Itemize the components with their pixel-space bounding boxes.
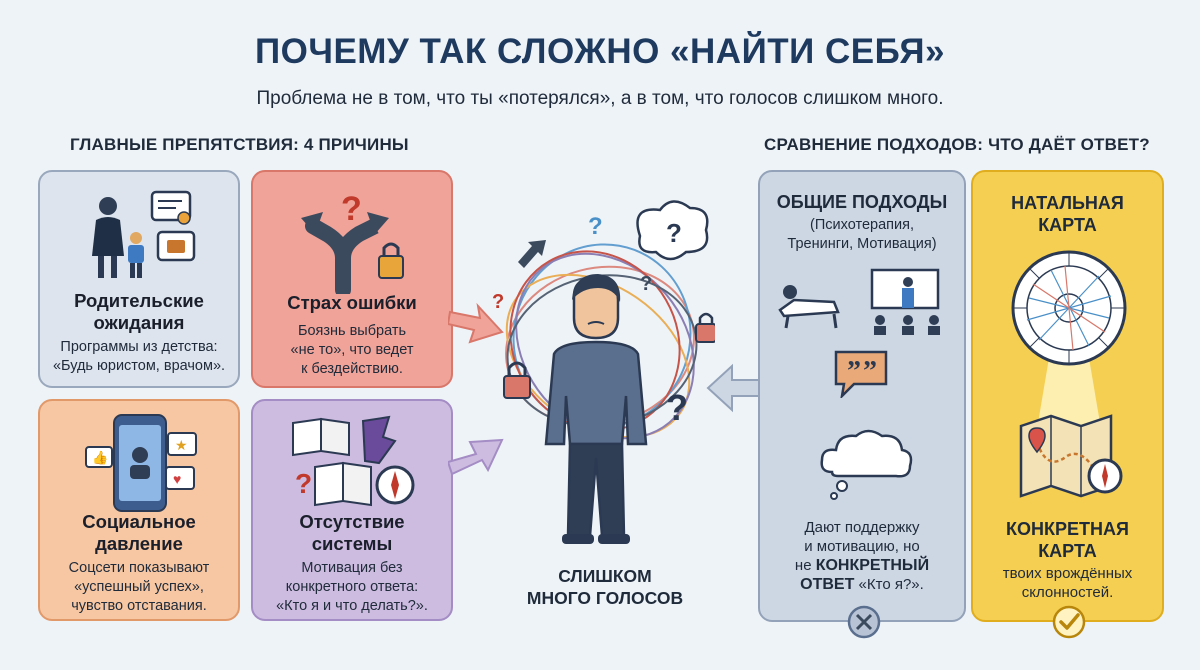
card-fear-of-mistake: ? Страх ошибки Боязнь выбрать «не то», ч… [251,170,453,388]
desc-line: Дают поддержку [804,519,920,536]
panel-general-approaches: ОБЩИЕ ПОДХОДЫ (Психотерапия, Тренинги, М… [758,170,966,639]
crossroads-lock-icon: ? [301,190,404,294]
card-title: Отсутствие системы [299,511,405,554]
svg-text:”: ” [863,356,877,387]
desc-line: и мотивацию, но [804,538,920,555]
torn-book-compass-icon: ? [292,415,415,507]
treasure-map-compass-icon [1019,414,1123,498]
card-social-pressure: 👍 ★ ♥ Социальное давление Соцсети показы… [38,399,240,621]
card-desc: Программы из детства: «Будь юристом, вра… [52,339,226,374]
panel-title: ОБЩИЕ ПОДХОДЫ [776,192,948,212]
svg-text:?: ? [588,213,603,240]
cross-icon [847,605,881,639]
svg-text:?: ? [666,218,682,248]
desc-line: не [794,557,812,574]
card-desc: Мотивация без конкретного ответа: «Кто я… [276,560,428,614]
card-desc: Боязнь выбрать «не то», что ведет к безд… [290,323,414,377]
panel-title: НАТАЛЬНАЯ КАРТА [1011,193,1124,235]
svg-text:?: ? [666,387,688,428]
training-presentation-icon [870,268,940,335]
panel-result-title: КОНКРЕТНАЯ КАРТА [1006,519,1129,561]
therapy-couch-icon [778,285,840,329]
parent-child-icon [92,190,196,278]
card-title: Родительские ожидания [74,290,204,333]
desc-bold: КОНКРЕТНЫЙ [815,557,930,574]
svg-text:?: ? [295,468,312,499]
quote-speech-icon: ” ” [834,350,888,398]
panel-description: твоих врождённых склонностей. [1002,565,1133,601]
svg-text:?: ? [640,273,652,295]
desc-line: «Кто я?». [858,576,924,593]
card-lack-of-system: ? Отсутствие системы Мотивация без конкр… [251,399,453,621]
center-label: СЛИШКОМ МНОГО ГОЛОСОВ [526,566,684,608]
card-desc: Соцсети показывают «успешный успех», чув… [68,560,210,614]
card-title: Страх ошибки [287,292,417,313]
card-title: Социальное давление [82,511,196,554]
check-icon [1052,605,1086,639]
comparison-heading: СРАВНЕНИЕ ПОДХОДОВ: ЧТО ДАЁТ ОТВЕТ? [764,135,1150,154]
svg-text:♥: ♥ [173,471,181,487]
arrow-to-center-top [448,302,504,344]
thought-cloud-icon [820,429,913,500]
svg-text:?: ? [492,291,504,313]
svg-text:”: ” [847,356,861,387]
svg-text:★: ★ [175,437,188,453]
panel-subtitle: (Психотерапия, Тренинги, Мотивация) [787,217,937,252]
page-title: ПОЧЕМУ ТАК СЛОЖНО «НАЙТИ СЕБЯ» [254,32,946,71]
panel-description: Дают поддержку и мотивацию, но не КОНКРЕ… [760,518,964,594]
obstacles-heading: ГЛАВНЫЕ ПРЕПЯТСТВИЯ: 4 ПРИЧИНЫ [70,135,409,154]
arrow-from-general [706,363,761,413]
svg-text:?: ? [341,190,362,228]
overwhelmed-person-illustration: ? ? ? ? ? [492,200,715,544]
smartphone-social-icon: 👍 ★ ♥ [85,414,197,512]
card-parental-expectations: Родительские ожидания Программы из детст… [38,170,240,388]
arrow-to-center-bottom [448,438,504,476]
page-subtitle: Проблема не в том, что ты «потерялся», а… [256,88,944,109]
desc-bold: ОТВЕТ [800,576,855,593]
svg-text:👍: 👍 [92,450,108,465]
panel-natal-chart: НАТАЛЬНАЯ КАРТА КОНКРЕТНАЯ КАРТА твоих в… [971,170,1164,639]
